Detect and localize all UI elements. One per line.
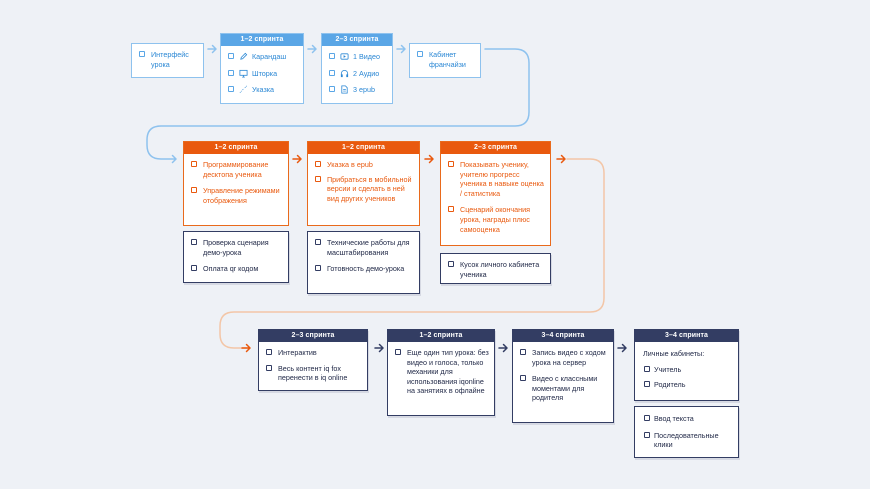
card-text: Интерфейс урока xyxy=(151,50,189,69)
checkbox-icon xyxy=(644,381,650,388)
list-item: Последовательные клики xyxy=(635,431,738,450)
card-text: Кабинет франчайзи xyxy=(429,50,466,69)
list-item: Родитель xyxy=(635,380,738,390)
checkbox-icon xyxy=(417,51,423,57)
list-item: Указка xyxy=(221,85,303,95)
checkbox-icon xyxy=(315,265,321,272)
pointer-icon xyxy=(239,85,247,94)
list-item: Технические работы для масштабирования xyxy=(308,238,419,257)
checkbox-icon xyxy=(266,364,272,371)
checkbox-icon xyxy=(395,349,401,355)
curtain-icon xyxy=(239,69,248,78)
sprint-header: 1–2 спринта xyxy=(308,142,419,154)
document-icon xyxy=(341,85,348,94)
list-item: Оплата qr кодом xyxy=(184,264,288,274)
checkbox-icon xyxy=(448,206,454,213)
list-item: Видео с классными моментами для родителя xyxy=(513,374,613,403)
checkbox-icon xyxy=(139,51,145,57)
checkbox-icon xyxy=(448,161,454,167)
checkbox-icon xyxy=(644,415,650,421)
drawing-tools-card: 1–2 спринта Карандаш Шторка Указка xyxy=(220,33,304,104)
list-item: Кусок личного кабинета ученика xyxy=(441,260,550,279)
epub-pointer-card: 1–2 спринта Указка в epub Прибраться в м… xyxy=(307,141,420,226)
sprint-header: 1–2 спринта xyxy=(388,330,494,342)
checkbox-icon xyxy=(266,349,272,355)
list-item: Готовность демо-урока xyxy=(308,264,419,274)
checkbox-icon xyxy=(329,86,335,93)
demo-lesson-card: Проверка сценария демо-урока Оплата qr к… xyxy=(183,231,289,283)
franchise-cabinet-card: Кабинет франчайзи xyxy=(409,43,481,78)
card-title: Личные кабинеты: xyxy=(643,349,705,358)
checkbox-icon xyxy=(329,69,335,76)
list-item: Программирование десктопа ученика xyxy=(184,160,288,179)
list-item: 3 epub xyxy=(322,85,392,95)
video-icon xyxy=(340,53,349,60)
checkbox-icon xyxy=(315,239,321,245)
progress-card: 2–3 спринта Показывать ученику, учителю … xyxy=(440,141,551,246)
checkbox-icon xyxy=(644,431,650,438)
list-item: Указка в epub xyxy=(308,160,419,170)
checkbox-icon xyxy=(448,261,454,267)
headphones-icon xyxy=(340,69,349,77)
sprint-header: 1–2 спринта xyxy=(184,142,288,154)
interactive-card: 2–3 спринта Интерактив Весь контент iq f… xyxy=(258,329,368,391)
sprint-header: 2–3 спринта xyxy=(322,34,392,46)
video-recording-card: 3–4 спринта Запись видео с ходом урока н… xyxy=(512,329,614,423)
lesson-interface-card: Интерфейс урока xyxy=(131,43,204,78)
personal-cabinets-card: 3–4 спринта Личные кабинеты: Учитель Род… xyxy=(634,329,739,401)
sprint-header: 3–4 спринта xyxy=(513,330,613,342)
list-item: Запись видео с ходом урока на сервер xyxy=(513,348,613,367)
sprint-header: 2–3 спринта xyxy=(441,142,550,154)
list-item: Учитель xyxy=(635,365,738,375)
list-item: Сценарий окончания урока, награды плюс с… xyxy=(441,205,550,234)
offline-lesson-card: 1–2 спринта Еще один тип урока: без виде… xyxy=(387,329,495,416)
list-item: Шторка xyxy=(221,69,303,79)
row2-arrows xyxy=(292,154,566,164)
pencil-icon xyxy=(240,52,248,60)
student-desktop-card: 1–2 спринта Программирование десктопа уч… xyxy=(183,141,289,226)
list-item: Весь контент iq fox перенести в iq onlin… xyxy=(259,364,367,383)
list-item: Управление режимами отображения xyxy=(184,186,288,205)
checkbox-icon xyxy=(520,375,526,382)
row3-arrows xyxy=(374,343,627,353)
checkbox-icon xyxy=(228,86,234,93)
media-card: 2–3 спринта 1 Видео 2 Аудио 3 epub xyxy=(321,33,393,104)
checkbox-icon xyxy=(228,53,234,59)
checkbox-icon xyxy=(191,239,197,245)
list-item: Карандаш xyxy=(221,52,303,62)
text-input-card: Ввод текста Последовательные клики xyxy=(634,406,739,458)
scaling-card: Технические работы для масштабирования Г… xyxy=(307,231,420,294)
checkbox-icon xyxy=(644,365,650,372)
row1-arrows xyxy=(146,44,530,164)
list-item: 1 Видео xyxy=(322,52,392,62)
list-item: 2 Аудио xyxy=(322,69,392,79)
checkbox-icon xyxy=(191,187,197,194)
list-item: Прибраться в мобильной версии и сделать … xyxy=(308,175,419,204)
checkbox-icon xyxy=(520,349,526,355)
sprint-header: 1–2 спринта xyxy=(221,34,303,46)
checkbox-icon xyxy=(315,161,321,167)
list-item: Показывать ученику, учителю прогресс уче… xyxy=(441,160,550,198)
checkbox-icon xyxy=(191,161,197,167)
list-item: Еще один тип урока: без видео и голоса, … xyxy=(388,348,494,396)
student-cabinet-card: Кусок личного кабинета ученика xyxy=(440,253,551,284)
checkbox-icon xyxy=(191,265,197,272)
list-item: Ввод текста xyxy=(635,414,738,424)
sprint-header: 3–4 спринта xyxy=(635,330,738,342)
sprint-header: 2–3 спринта xyxy=(259,330,367,342)
row3-entry-arrow xyxy=(241,343,251,353)
checkbox-icon xyxy=(228,69,234,76)
list-item: Проверка сценария демо-урока xyxy=(184,238,288,257)
checkbox-icon xyxy=(329,53,335,59)
checkbox-icon xyxy=(315,175,321,182)
list-item: Интерактив xyxy=(259,348,367,358)
row2-to-row3-connector xyxy=(219,158,605,349)
